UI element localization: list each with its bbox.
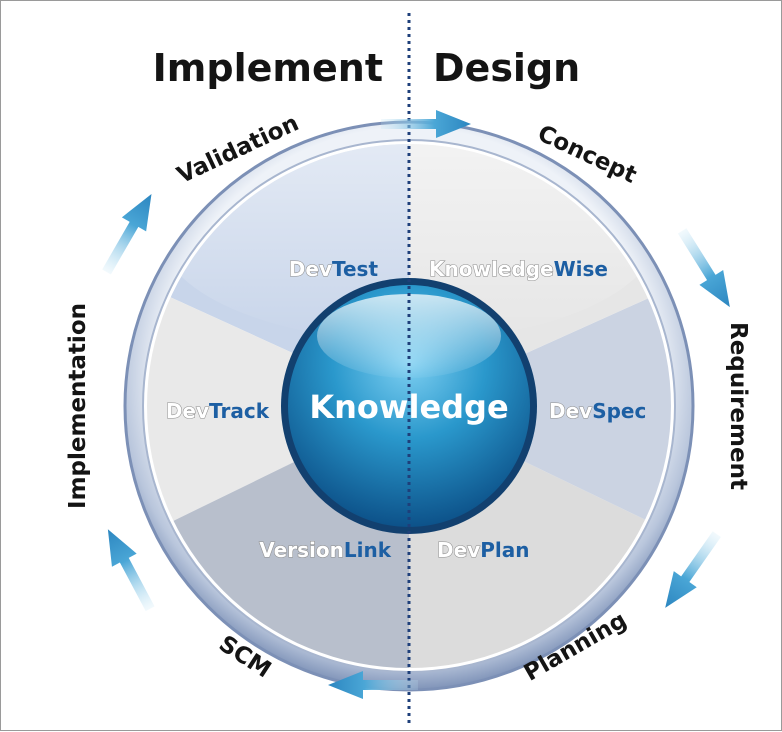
arrow-icon bbox=[102, 194, 152, 275]
arrow-icon bbox=[665, 531, 721, 608]
product-versionlink: VersionLink bbox=[259, 538, 391, 562]
product-devspec: DevSpec bbox=[549, 399, 646, 423]
arrow-icon bbox=[677, 228, 730, 308]
arrow-icon bbox=[381, 110, 471, 138]
header-implement: Implement bbox=[153, 46, 383, 90]
header-design: Design bbox=[433, 46, 580, 90]
product-devtest: DevTest bbox=[289, 257, 379, 281]
product-knowledgewise: KnowledgeWise bbox=[429, 257, 608, 281]
phase-implementation: Implementation bbox=[65, 303, 91, 509]
product-devplan: DevPlan bbox=[437, 538, 529, 562]
sector-devtrack bbox=[147, 261, 409, 561]
sector-devspec bbox=[409, 261, 671, 561]
product-devtrack: DevTrack bbox=[166, 399, 270, 423]
arrow-icon bbox=[107, 529, 155, 612]
phase-requirement: Requirement bbox=[725, 322, 751, 490]
arrow-icon bbox=[328, 671, 418, 699]
